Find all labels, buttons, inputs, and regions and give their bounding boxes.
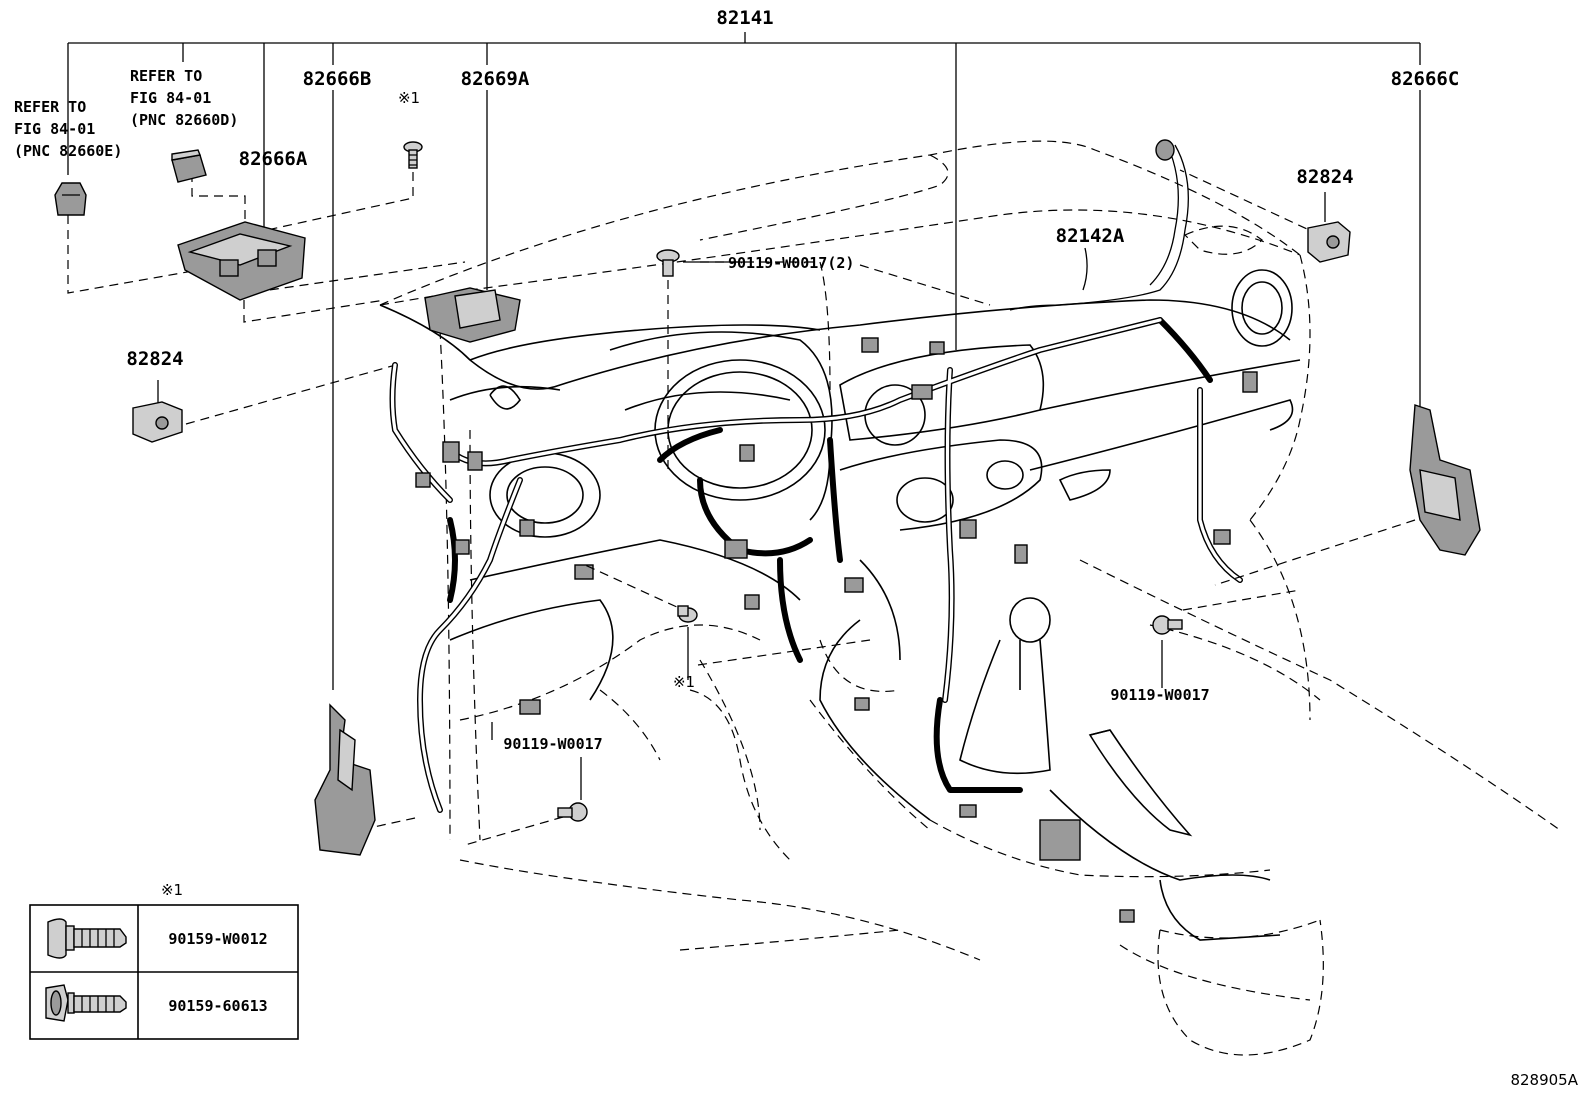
bolt-right-icon [1152, 615, 1183, 635]
svg-text:REFER TO: REFER TO [14, 98, 86, 116]
bolt-icon [403, 141, 423, 169]
label-note-top: ※1 [398, 89, 420, 107]
label-note-mid: ※1 [673, 673, 695, 691]
svg-text:(PNC 82660E): (PNC 82660E) [14, 142, 122, 160]
figure-id: 828905A [1510, 1071, 1578, 1089]
refer-note-82660D: REFER TO FIG 84-01 (PNC 82660D) [130, 67, 238, 129]
label-82666A: 82666A [239, 148, 308, 170]
bracket-82669A [424, 287, 521, 343]
connector-82660D [171, 149, 207, 183]
svg-text:(PNC 82660D): (PNC 82660D) [130, 111, 238, 129]
legend-code-1: 90159-W0012 [168, 930, 267, 948]
svg-text:REFER TO: REFER TO [130, 67, 202, 85]
flange-bolt-icon [47, 918, 127, 959]
leader-lines [67, 169, 1416, 846]
label-bolt-right: 90119-W0017 [1110, 686, 1209, 704]
label-82666C: 82666C [1391, 68, 1460, 90]
clip-82824-right [1307, 221, 1351, 263]
label-82142A: 82142A [1056, 225, 1125, 247]
harness-bracket [67, 32, 1421, 690]
bracket-82666B [314, 703, 376, 856]
bolt-bottom-icon [557, 802, 588, 822]
bracket-82666C [1409, 404, 1481, 556]
legend-code-2: 90159-60613 [168, 997, 267, 1015]
hex-bolt-icon [45, 984, 127, 1022]
clip-82824-left [132, 401, 183, 443]
label-82669A: 82669A [461, 68, 530, 90]
wire-harness-82141 [389, 317, 1258, 923]
legend-table: ※1 90159-W0012 90159-60613 [29, 881, 299, 1040]
label-82666B: 82666B [303, 68, 372, 90]
label-bolt-top: 90119-W0017(2) [728, 254, 854, 272]
svg-text:FIG 84-01: FIG 84-01 [14, 120, 95, 138]
bolt-top-icon [656, 249, 680, 277]
refer-note-82660E: REFER TO FIG 84-01 (PNC 82660E) [14, 98, 122, 160]
connector-82660E [54, 182, 87, 216]
label-82824-left: 82824 [126, 348, 183, 370]
vehicle-body-outline [379, 140, 1561, 1056]
label-82824-right: 82824 [1296, 166, 1353, 188]
cable-82142A [1009, 139, 1189, 311]
dashboard-outline [379, 269, 1301, 941]
legend-title: ※1 [161, 881, 183, 899]
bracket-82666A [177, 221, 306, 301]
label-bolt-bottom: 90119-W0017 [503, 735, 602, 753]
svg-text:FIG 84-01: FIG 84-01 [130, 89, 211, 107]
label-82141: 82141 [716, 7, 773, 29]
bolt-mid-icon [677, 605, 698, 623]
